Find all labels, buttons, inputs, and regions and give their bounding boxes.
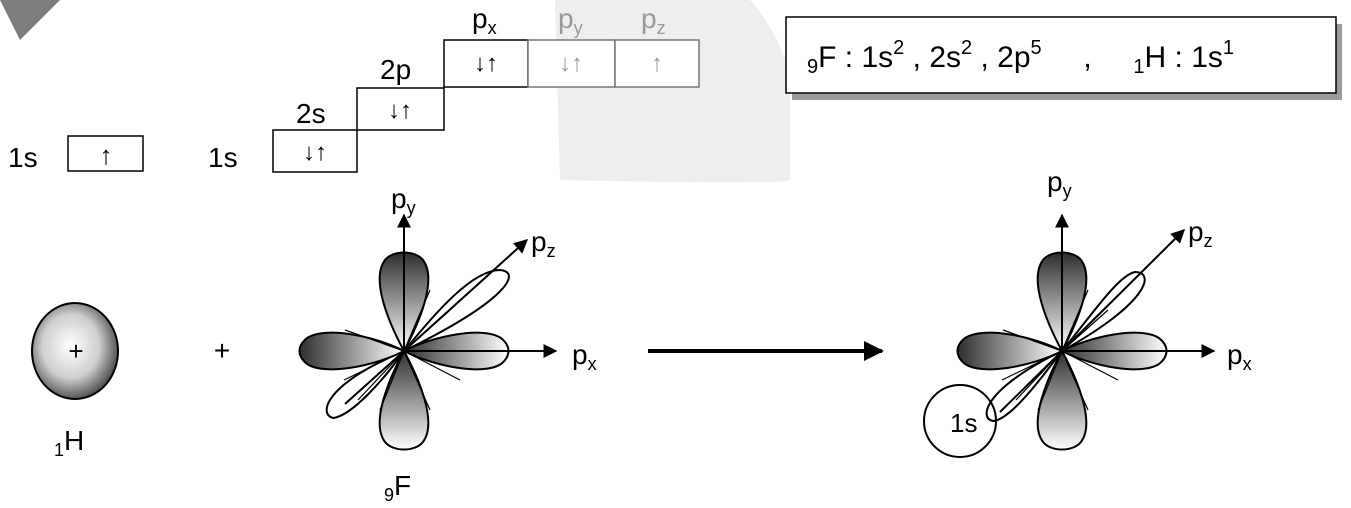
f-2s-electrons: ↓↑ bbox=[388, 97, 412, 124]
hf-py-label: py bbox=[1047, 166, 1072, 201]
hf-molecule: 1s py pz px bbox=[923, 166, 1252, 458]
f-py-label: py bbox=[391, 183, 416, 218]
h-1s-electron: ↑ bbox=[100, 140, 113, 170]
f-2pz-electrons: ↑ bbox=[651, 50, 663, 77]
f-atom-label: 9F bbox=[384, 470, 411, 505]
h-atom-charge: + bbox=[68, 336, 83, 366]
hf-pz-label: pz bbox=[1188, 216, 1213, 251]
f-atom: py pz px 9F bbox=[298, 183, 597, 505]
hf-h-1s-orbital bbox=[923, 384, 997, 458]
f-axes bbox=[343, 213, 558, 411]
config-box-frame bbox=[785, 16, 1337, 94]
f-px-header: px bbox=[472, 3, 497, 38]
f-pz-label: pz bbox=[531, 226, 556, 261]
hf-px-label: px bbox=[1227, 339, 1252, 374]
plus-sign: + bbox=[214, 335, 230, 366]
f-py-header: py bbox=[558, 3, 583, 38]
f-center-radials bbox=[343, 289, 461, 411]
h-1s-label: 1s bbox=[8, 142, 38, 173]
f-2s-label: 2s bbox=[296, 98, 326, 129]
f-2px-electrons: ↓↑ bbox=[474, 50, 498, 77]
f-2py-box bbox=[527, 39, 616, 88]
f-2pz-box bbox=[614, 39, 700, 88]
f-1s-label: 1s bbox=[208, 142, 238, 173]
h-atom: + 1H bbox=[31, 302, 119, 460]
hf-center-radials bbox=[1001, 289, 1119, 411]
f-2p-label: 2p bbox=[380, 54, 411, 85]
f-2py-electrons: ↓↑ bbox=[559, 50, 583, 77]
hf-axes bbox=[999, 213, 1216, 413]
h-atom-sphere bbox=[31, 302, 119, 400]
f-pz-lobe-upper bbox=[403, 268, 510, 352]
h-atom-label: 1H bbox=[54, 425, 84, 460]
hf-overlap-1s-label: 1s bbox=[950, 408, 977, 438]
f-2px-box bbox=[443, 39, 529, 88]
h-orbital-diagram: 1s ↑ bbox=[8, 135, 144, 173]
f-z-axis-back bbox=[344, 350, 405, 405]
config-text: 9F : 1s2 , 2s2 , 2p5 , 1H : 1s1 bbox=[807, 37, 1234, 78]
f-2s-box bbox=[356, 87, 445, 131]
hf-z-axis bbox=[1061, 229, 1185, 352]
h-1s-box bbox=[67, 135, 144, 172]
f-pz-header: pz bbox=[641, 3, 666, 38]
f-1s-electrons: ↓↑ bbox=[303, 139, 327, 166]
electron-config-box: 9F : 1s2 , 2s2 , 2p5 , 1H : 1s1 bbox=[785, 16, 1342, 100]
f-1s-box bbox=[272, 129, 358, 173]
f-px-label: px bbox=[572, 339, 597, 374]
f-orbital-diagram: 1s ↓↑ 2s ↓↑ 2p ↓↑ ↓↑ ↑ px py pz bbox=[208, 3, 700, 173]
